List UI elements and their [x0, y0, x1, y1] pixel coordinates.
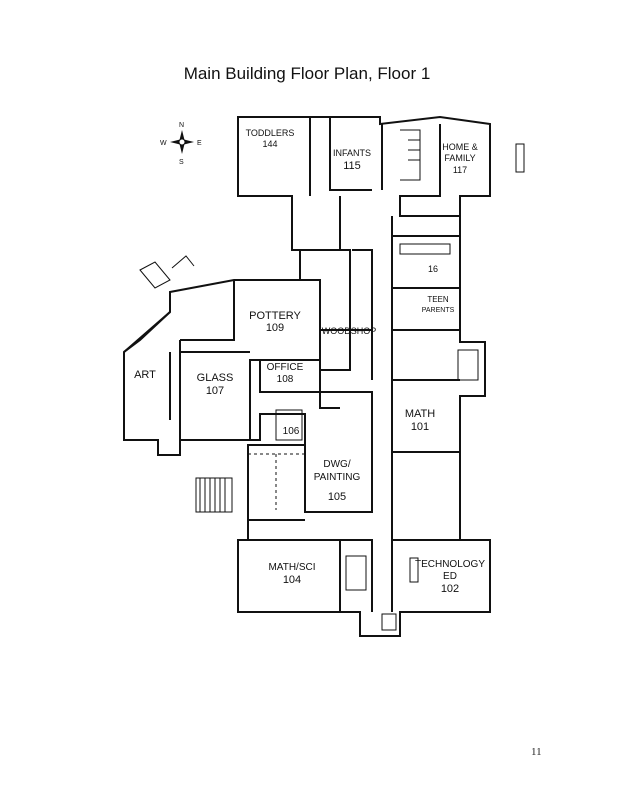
room-teen-line1: TEEN — [427, 295, 449, 304]
wall-corridor-right — [391, 216, 461, 381]
wall-art — [123, 311, 171, 420]
room-tech-line2: ED — [443, 571, 457, 582]
room-dwg-line2: PAINTING — [314, 472, 361, 483]
room-mathsci-name: MATH/SCI — [268, 562, 315, 573]
compass-east: E — [197, 140, 202, 147]
room-art-name: ART — [134, 369, 156, 381]
room-office-name: OFFICE — [267, 362, 304, 373]
page-number: 11 — [531, 746, 542, 758]
room-mathsci-number: 104 — [283, 574, 301, 586]
wall-stair-hall — [247, 445, 305, 521]
room-home-family-line1: HOME & — [442, 142, 478, 152]
room-home-family-number: 117 — [453, 165, 467, 175]
room-glass-name: GLASS — [197, 372, 234, 384]
room-106-number: 106 — [283, 426, 300, 437]
page-title: Main Building Floor Plan, Floor 1 — [183, 64, 431, 83]
entry-ramp-icon — [139, 255, 195, 289]
wall-corridor-left — [300, 196, 373, 380]
wall-glass-office — [179, 340, 321, 440]
room-pottery-name: POTTERY — [249, 310, 301, 322]
room-math101-name: MATH — [405, 408, 435, 420]
wall-bottom — [248, 539, 393, 612]
room-tech-number: 102 — [441, 583, 459, 595]
wall-center — [304, 391, 373, 513]
room-toddlers-number: 144 — [262, 139, 277, 149]
compass-north: N — [179, 122, 184, 129]
room-teen-line2: PARENTS — [422, 307, 455, 314]
room-glass-number: 107 — [206, 385, 224, 397]
room-math101-number: 101 — [411, 421, 429, 433]
stair-icon — [195, 477, 233, 513]
room-home-family-line2: FAMILY — [444, 153, 475, 163]
room-infants-name: INFANTS — [333, 148, 371, 158]
room-office-number: 108 — [277, 374, 294, 385]
room-infants-number: 115 — [343, 160, 361, 172]
wall-math101 — [391, 380, 460, 541]
compass-rose-icon: N S E W — [160, 122, 202, 166]
room-dwg-line1: DWG/ — [323, 459, 350, 470]
wall-top-row — [238, 117, 460, 217]
room-tech-line1: TECHNOLOGY — [415, 559, 485, 570]
room-woodshop-name: WOODSHOP — [322, 326, 377, 336]
compass-west: W — [160, 140, 167, 147]
room-16-number: 16 — [428, 264, 438, 274]
room-toddlers-name: TODDLERS — [246, 128, 295, 138]
room-pottery-number: 109 — [266, 322, 284, 334]
room-dwg-number: 105 — [328, 491, 346, 503]
compass-south: S — [179, 159, 184, 166]
